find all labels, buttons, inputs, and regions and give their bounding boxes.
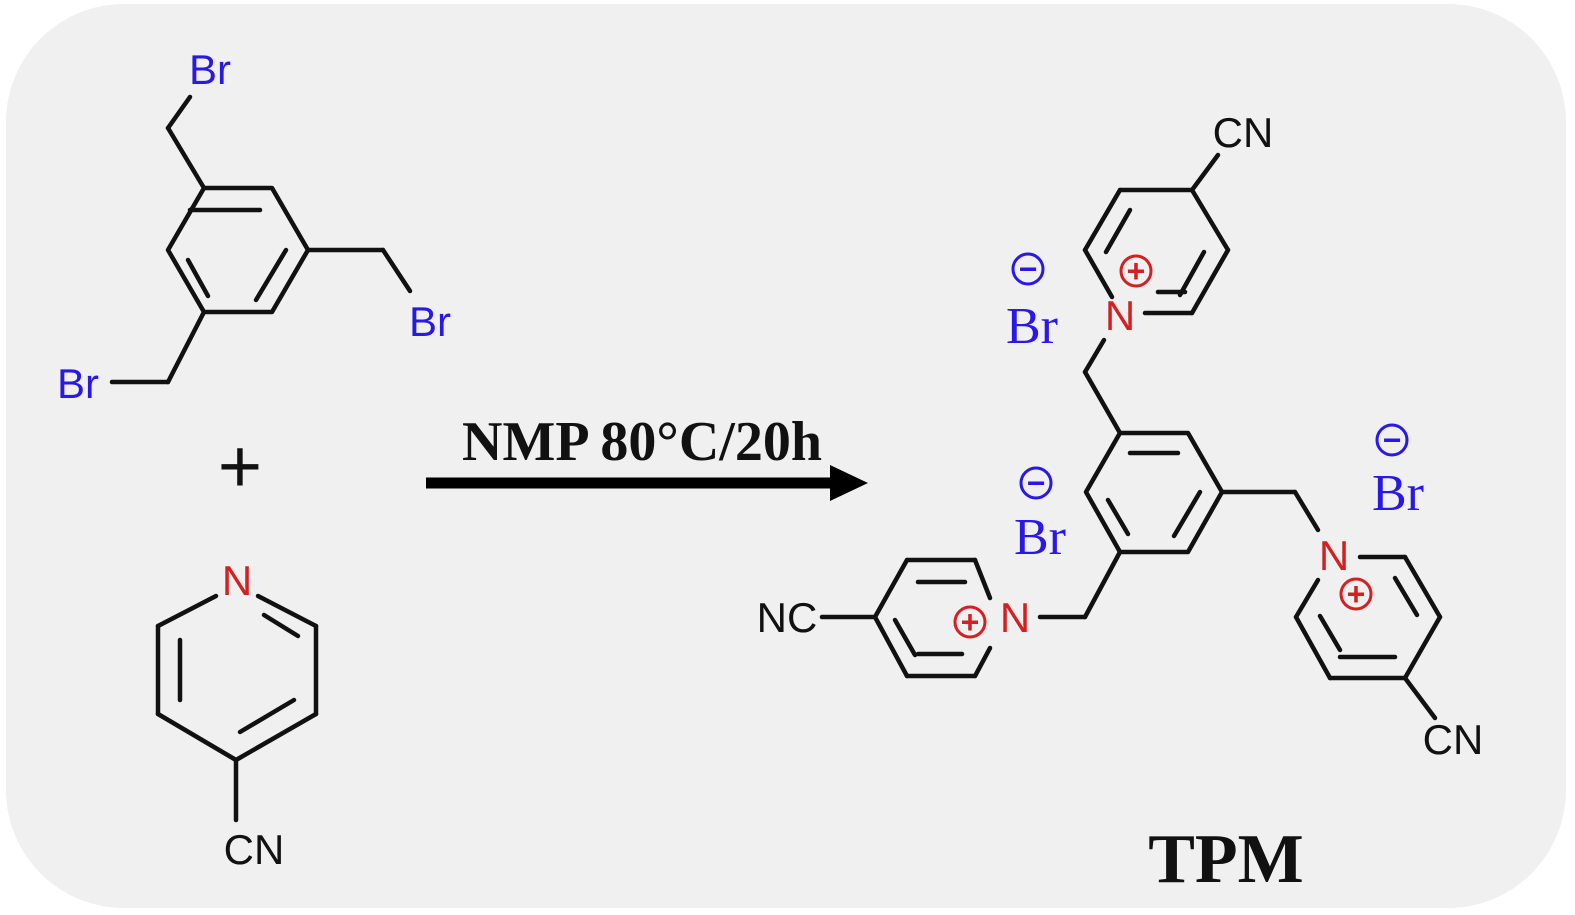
background-panel — [6, 4, 1566, 908]
reaction-arrow: NMP 80°C/20h — [426, 411, 868, 501]
nitrogen-label-right: N — [1319, 532, 1349, 579]
reactant-cyanopyridine: N CN — [155, 557, 319, 873]
bromide-label-3: Br — [1372, 465, 1424, 522]
minus-sign-2: − — [1027, 465, 1046, 501]
product-name: TPM — [1148, 821, 1304, 898]
pyridine-ring-bonds — [155, 593, 319, 823]
nitrogen-label-left: N — [1000, 594, 1030, 641]
plus-sign-top: + — [1127, 253, 1146, 289]
minus-sign-3: − — [1383, 422, 1402, 458]
bromide-counterion-1: − Br — [1006, 251, 1058, 355]
bromide-label-1: Br — [1006, 298, 1058, 355]
bromide-label-2: Br — [1014, 509, 1066, 566]
positive-charge-top: + — [1119, 253, 1153, 289]
bromine-label-left: Br — [57, 360, 99, 407]
benzene-ring-bonds — [109, 94, 413, 385]
nitrogen-label-top: N — [1105, 292, 1135, 339]
reaction-conditions: NMP 80°C/20h — [462, 411, 822, 473]
arrow-head-icon — [830, 465, 868, 501]
bromine-label-top: Br — [189, 46, 231, 93]
plus-sign: + — [218, 424, 262, 509]
cyano-label-left: NC — [757, 594, 818, 641]
product-tpm: CN NC CN N N N + + + − — [757, 109, 1484, 898]
plus-sign-left: + — [961, 604, 980, 640]
bromide-counterion-3: − Br — [1372, 422, 1424, 522]
nitrogen-label: N — [222, 557, 252, 604]
minus-sign-1: − — [1019, 251, 1038, 287]
bromine-label-right: Br — [409, 298, 451, 345]
cyano-label-right: CN — [1423, 716, 1484, 763]
product-bonds — [819, 152, 1443, 721]
reactant-tribromide: Br Br Br — [57, 46, 451, 407]
cyano-label: CN — [224, 826, 285, 873]
positive-charge-left: + — [953, 604, 987, 640]
bromide-counterion-2: − Br — [1014, 465, 1066, 566]
plus-sign-right: + — [1347, 576, 1366, 612]
cyano-label-top: CN — [1213, 109, 1274, 156]
positive-charge-right: + — [1339, 576, 1373, 612]
